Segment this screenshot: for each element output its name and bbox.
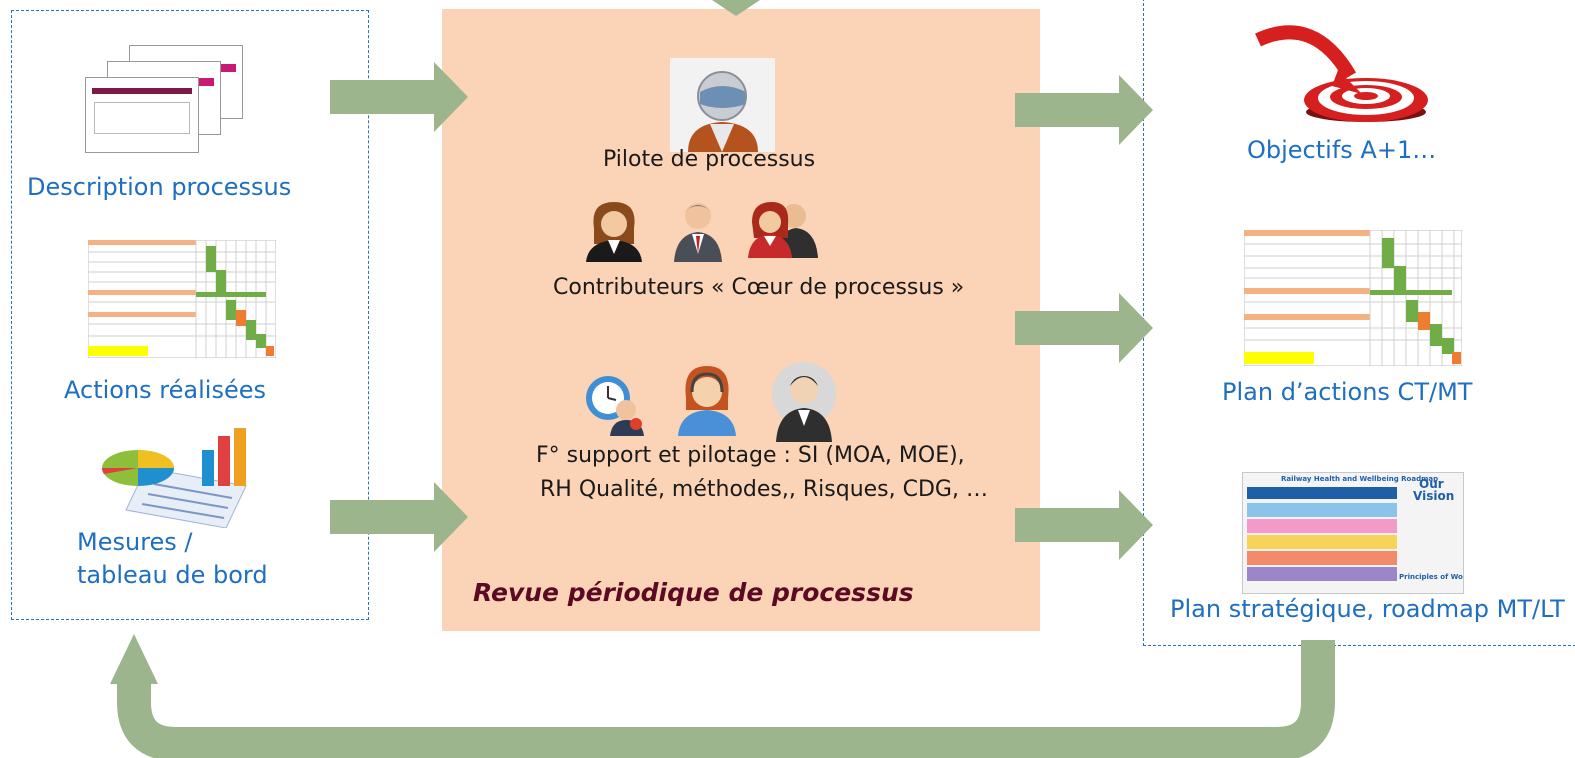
contributor-pair-icon (746, 198, 820, 258)
measures-label-line1: Mesures / (77, 528, 193, 556)
roadmap-vision-line2: Vision (1413, 489, 1455, 503)
arrow-measures-to-review (330, 482, 468, 552)
action-plan-label: Plan d’actions CT/MT (1222, 378, 1473, 406)
roadmap-thumbnail: Railway Health and Wellbeing Roadmap Our… (1242, 472, 1464, 594)
actions-gantt-thumbnail (88, 240, 276, 358)
pilot-avatar-icon (670, 58, 775, 152)
arrow-description-to-review (330, 62, 468, 132)
arrow-review-to-action-plan (1015, 293, 1153, 363)
support-label-line2: RH Qualité, méthodes,, Risques, CDG, … (540, 477, 988, 502)
roadmap-principles: Principles of Working (1399, 573, 1463, 581)
strategic-plan-label: Plan stratégique, roadmap MT/LT (1170, 595, 1565, 623)
objectives-label: Objectifs A+1… (1247, 136, 1437, 164)
support-label-line1: F° support et pilotage : SI (MOA, MOE), (536, 443, 965, 468)
incoming-arrow-top (712, 0, 760, 16)
contributor-man-icon (670, 196, 726, 262)
feedback-loop-arrow (110, 634, 1335, 758)
review-title: Revue périodique de processus (473, 578, 914, 607)
support-woman-headset-icon (676, 362, 738, 436)
inputs-panel (11, 10, 369, 620)
arrow-review-to-objectives (1015, 75, 1153, 145)
dashboard-chart-icon (96, 428, 276, 528)
description-label: Description processus (27, 173, 292, 201)
pilot-label: Pilote de processus (603, 147, 816, 172)
measures-label-line2: tableau de bord (77, 561, 268, 589)
contributors-label: Contributeurs « Cœur de processus » (553, 275, 965, 300)
contributor-woman-icon (580, 198, 647, 262)
roadmap-thumbnail-title: Railway Health and Wellbeing Roadmap (1281, 475, 1439, 483)
actions-label: Actions réalisées (64, 376, 266, 404)
process-description-thumbnail (85, 45, 245, 155)
support-man-icon (770, 360, 838, 442)
arrow-review-to-strategic-plan (1015, 490, 1153, 560)
support-clock-user-icon (582, 374, 648, 436)
roadmap-vision-line1: Our (1419, 477, 1444, 491)
target-icon (1254, 20, 1438, 124)
action-plan-gantt-thumbnail (1244, 230, 1462, 366)
